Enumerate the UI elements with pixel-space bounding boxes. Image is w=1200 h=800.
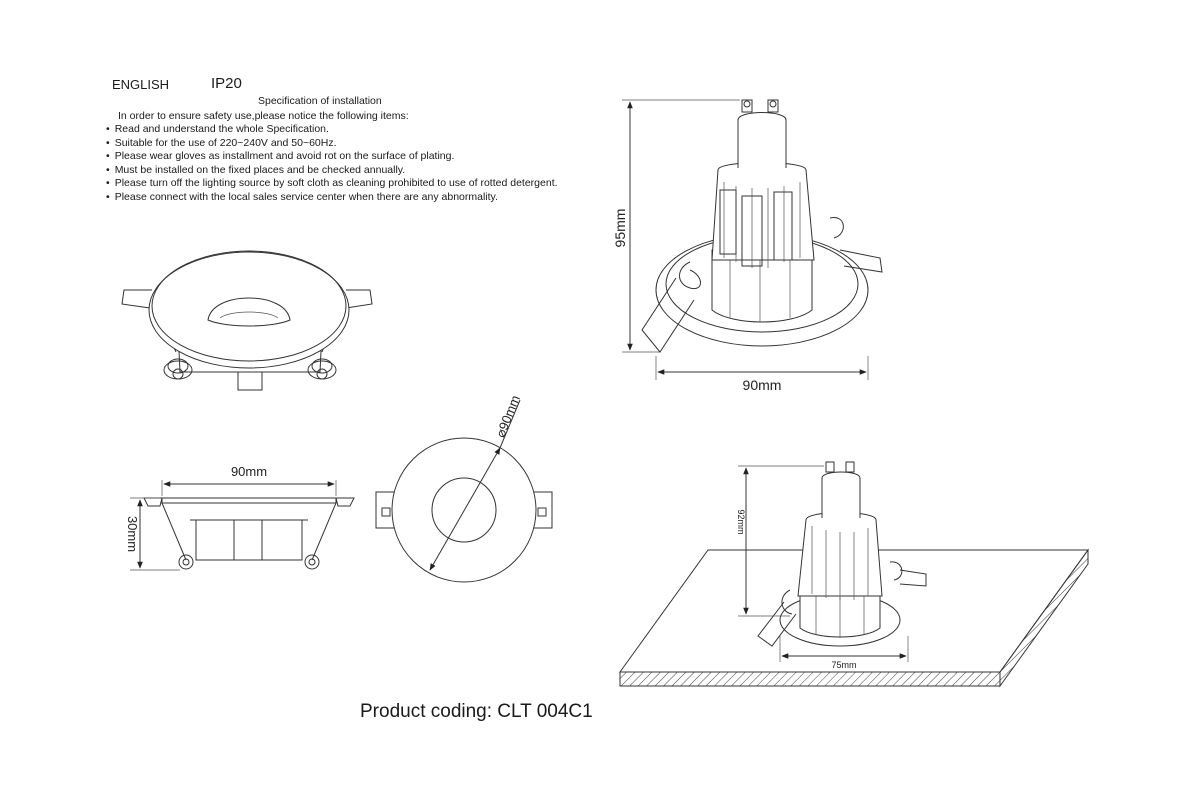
ip-rating: IP20 [211,75,242,92]
outer-diameter-label: 90mm [743,377,782,393]
spec-title: Specification of installation [258,95,382,107]
note-item: Please turn off the lighting source by s… [106,177,558,191]
ceiling-installation [619,461,1089,688]
side-view [143,497,355,570]
side-height-label: 30mm [125,516,140,552]
product-coding: Product coding: CLT 004C1 [360,701,593,722]
dim-side-width: 90mm [161,464,337,496]
side-width-label: 90mm [231,464,267,479]
dim-side-height: 30mm [125,497,180,571]
dim-installed-height: 92mm [736,465,824,617]
spring-right [307,358,337,380]
spring-left [163,358,193,380]
note-item: Please wear gloves as installment and av… [106,150,558,164]
perspective-fixture [121,250,373,391]
fixture-with-lamp [641,99,883,353]
intro-text: In order to ensure safety use,please not… [118,110,409,122]
top-view: ⌀90mm [375,393,553,583]
lamp-height-label: 95mm [612,209,628,248]
note-item: Suitable for the use of 220~240V and 50~… [106,137,558,151]
note-item: Please connect with the local sales serv… [106,191,558,205]
notes-list: Read and understand the whole Specificat… [106,123,558,204]
note-item: Must be installed on the fixed places an… [106,164,558,178]
dim-outer-diameter: 90mm [655,356,869,393]
note-item: Read and understand the whole Specificat… [106,123,558,137]
cutout-label: 75mm [831,660,856,670]
dim-cutout: 75mm [779,636,909,670]
language-label: ENGLISH [112,77,170,92]
top-diameter-label: ⌀90mm [493,393,523,439]
dim-lamp-height: 95mm [612,99,740,353]
installed-height-label: 92mm [736,509,746,534]
